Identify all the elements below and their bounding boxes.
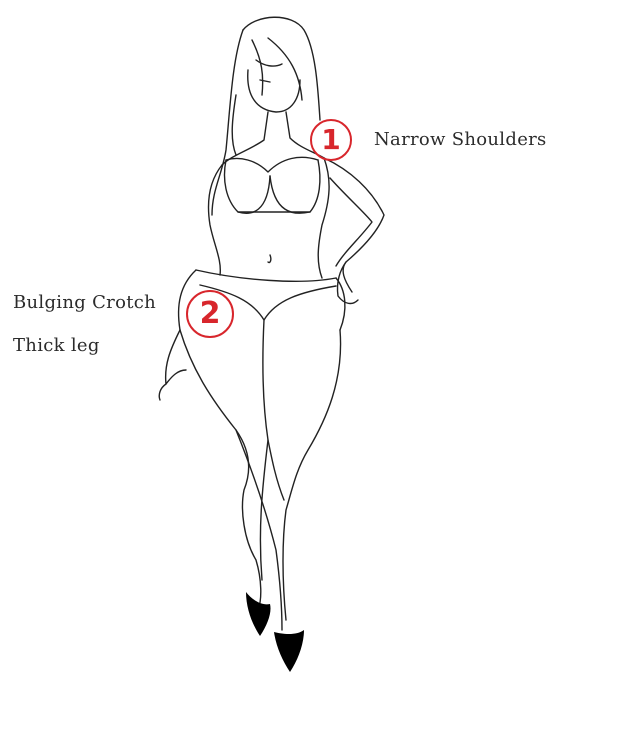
label-thick-leg: Thick leg [13, 335, 100, 356]
underwear-outline [177, 269, 197, 331]
marker-two-number: 2 [199, 296, 221, 331]
bra-outline [225, 156, 319, 173]
right-shoe [274, 630, 304, 672]
arm-outline [323, 157, 385, 293]
left-shoe [246, 592, 271, 636]
hair-outline [211, 29, 244, 216]
face-outline [247, 69, 301, 113]
label-narrow-shoulders: Narrow Shoulders [374, 129, 547, 150]
marker-two: 2 [186, 290, 234, 338]
torso-outline [207, 164, 223, 276]
marker-one-number: 1 [321, 123, 341, 156]
right-leg-outline [282, 329, 342, 621]
left-leg-outline [179, 329, 262, 611]
marker-one: 1 [310, 119, 352, 161]
label-bulging-crotch: Bulging Crotch [13, 292, 157, 313]
